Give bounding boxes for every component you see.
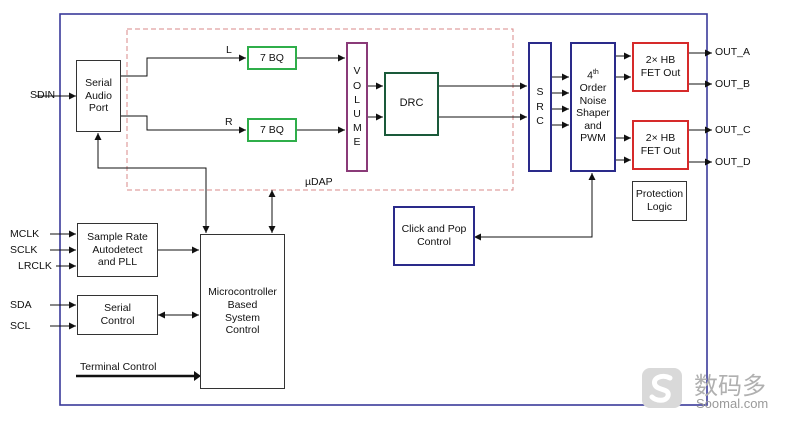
src-block: SRC <box>528 42 552 172</box>
watermark-logo-icon <box>642 368 682 408</box>
drc-block: DRC <box>384 72 439 136</box>
terminal-control-label: Terminal Control <box>80 361 157 373</box>
mclk-label: MCLK <box>10 228 40 240</box>
out-c-label: OUT_C <box>715 124 751 136</box>
out-a-label: OUT_A <box>715 46 751 58</box>
lrclk-label: LRCLK <box>18 260 52 272</box>
volume-label: VOLUME <box>353 65 362 149</box>
volume-block: VOLUME <box>346 42 368 172</box>
out-d-label: OUT_D <box>715 156 751 168</box>
sda-label: SDA <box>10 299 32 311</box>
udap-region <box>126 28 514 191</box>
scl-label: SCL <box>10 320 31 332</box>
right-channel-label: R <box>225 116 233 128</box>
watermark-name: 数码多 <box>694 373 766 400</box>
watermark-url: Soomal.com <box>696 396 769 411</box>
left-channel-label: L <box>226 44 232 56</box>
biquad-left-block: 7 BQ <box>247 46 297 70</box>
noise-shaper-pwm-block: 4th Order Noise Shaper and PWM <box>570 42 616 172</box>
biquad-right-block: 7 BQ <box>247 118 297 142</box>
out-b-label: OUT_B <box>715 78 751 90</box>
udap-label: µDAP <box>305 176 333 188</box>
sclk-label: SCLK <box>10 244 38 256</box>
watermark: 数码多 Soomal.com <box>640 366 790 414</box>
outer-frame <box>59 13 708 406</box>
sdin-label: SDIN <box>30 89 56 101</box>
